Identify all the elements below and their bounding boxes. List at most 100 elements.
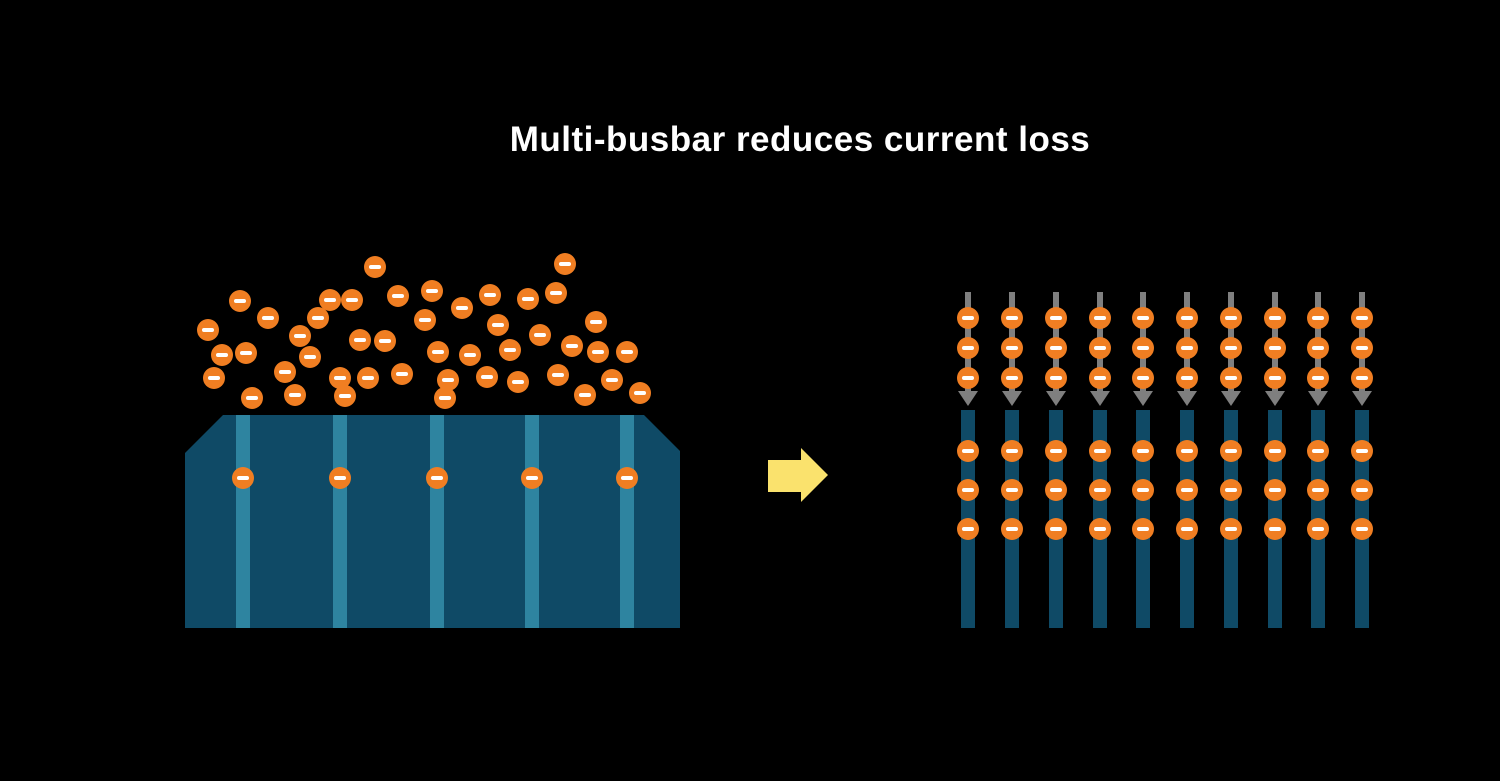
busbar-stripe	[236, 415, 250, 628]
minus-sign	[1094, 488, 1106, 492]
transition-arrow-head	[801, 448, 828, 502]
minus-sign	[1137, 449, 1149, 453]
minus-sign	[484, 293, 496, 297]
flow-arrow-head	[1308, 391, 1328, 406]
electron-icon	[1045, 440, 1067, 462]
minus-sign	[621, 350, 633, 354]
minus-sign	[1050, 488, 1062, 492]
minus-sign	[1312, 488, 1324, 492]
minus-sign	[962, 346, 974, 350]
minus-sign	[334, 376, 346, 380]
electron-icon	[476, 366, 498, 388]
electron-icon	[1351, 518, 1373, 540]
minus-sign	[1006, 376, 1018, 380]
flow-arrow-head	[1046, 391, 1066, 406]
electron-icon	[274, 361, 296, 383]
minus-sign	[1269, 488, 1281, 492]
minus-sign	[346, 298, 358, 302]
minus-sign	[1094, 527, 1106, 531]
minus-sign	[1050, 527, 1062, 531]
electron-icon	[1220, 479, 1242, 501]
electron-icon	[414, 309, 436, 331]
minus-sign	[312, 316, 324, 320]
minus-sign	[279, 370, 291, 374]
minus-sign	[1006, 449, 1018, 453]
flow-arrow-head	[1090, 391, 1110, 406]
minus-sign	[1094, 316, 1106, 320]
electron-icon	[319, 289, 341, 311]
electron-icon	[426, 467, 448, 489]
minus-sign	[1181, 376, 1193, 380]
minus-sign	[1312, 316, 1324, 320]
electron-icon	[1045, 337, 1067, 359]
electron-icon	[241, 387, 263, 409]
electron-icon	[357, 367, 379, 389]
electron-icon	[1045, 307, 1067, 329]
minus-sign	[566, 344, 578, 348]
flow-arrow-head	[1177, 391, 1197, 406]
minus-sign	[1312, 527, 1324, 531]
minus-sign	[392, 294, 404, 298]
electron-icon	[434, 387, 456, 409]
minus-sign	[442, 378, 454, 382]
minus-sign	[334, 476, 346, 480]
electron-icon	[1264, 479, 1286, 501]
minus-sign	[1050, 449, 1062, 453]
flow-arrow-head	[1133, 391, 1153, 406]
electron-icon	[451, 297, 473, 319]
minus-sign	[324, 298, 336, 302]
electron-icon	[1001, 479, 1023, 501]
electron-icon	[957, 337, 979, 359]
electron-icon	[587, 341, 609, 363]
busbar-stripe	[333, 415, 347, 628]
minus-sign	[354, 338, 366, 342]
minus-sign	[464, 353, 476, 357]
minus-sign	[289, 393, 301, 397]
minus-sign	[1225, 316, 1237, 320]
minus-sign	[456, 306, 468, 310]
minus-sign	[522, 297, 534, 301]
electron-icon	[616, 341, 638, 363]
minus-sign	[1225, 527, 1237, 531]
electron-icon	[585, 311, 607, 333]
electron-icon	[1089, 479, 1111, 501]
electron-icon	[1307, 337, 1329, 359]
minus-sign	[1050, 346, 1062, 350]
electron-icon	[1351, 440, 1373, 462]
minus-sign	[1137, 346, 1149, 350]
electron-icon	[329, 367, 351, 389]
electron-icon	[329, 467, 351, 489]
minus-sign	[1181, 346, 1193, 350]
electron-icon	[547, 364, 569, 386]
minus-sign	[432, 350, 444, 354]
electron-icon	[1220, 367, 1242, 389]
electron-icon	[211, 344, 233, 366]
electron-icon	[391, 363, 413, 385]
electron-icon	[427, 341, 449, 363]
electron-icon	[307, 307, 329, 329]
electron-icon	[1264, 518, 1286, 540]
electron-icon	[1307, 307, 1329, 329]
minus-sign	[246, 396, 258, 400]
busbar-stripe	[430, 415, 444, 628]
minus-sign	[1094, 376, 1106, 380]
minus-sign	[216, 353, 228, 357]
electron-icon	[299, 346, 321, 368]
electron-icon	[1001, 518, 1023, 540]
minus-sign	[1181, 449, 1193, 453]
flow-arrow-head	[1265, 391, 1285, 406]
electron-icon	[289, 325, 311, 347]
minus-sign	[1356, 346, 1368, 350]
electron-icon	[1132, 337, 1154, 359]
minus-sign	[1269, 376, 1281, 380]
electron-icon	[1220, 518, 1242, 540]
solar-cell	[185, 415, 680, 628]
minus-sign	[962, 449, 974, 453]
minus-sign	[492, 323, 504, 327]
minus-sign	[1356, 488, 1368, 492]
electron-icon	[957, 479, 979, 501]
electron-icon	[957, 307, 979, 329]
flow-arrow-head	[1221, 391, 1241, 406]
minus-sign	[208, 376, 220, 380]
electron-icon	[507, 371, 529, 393]
